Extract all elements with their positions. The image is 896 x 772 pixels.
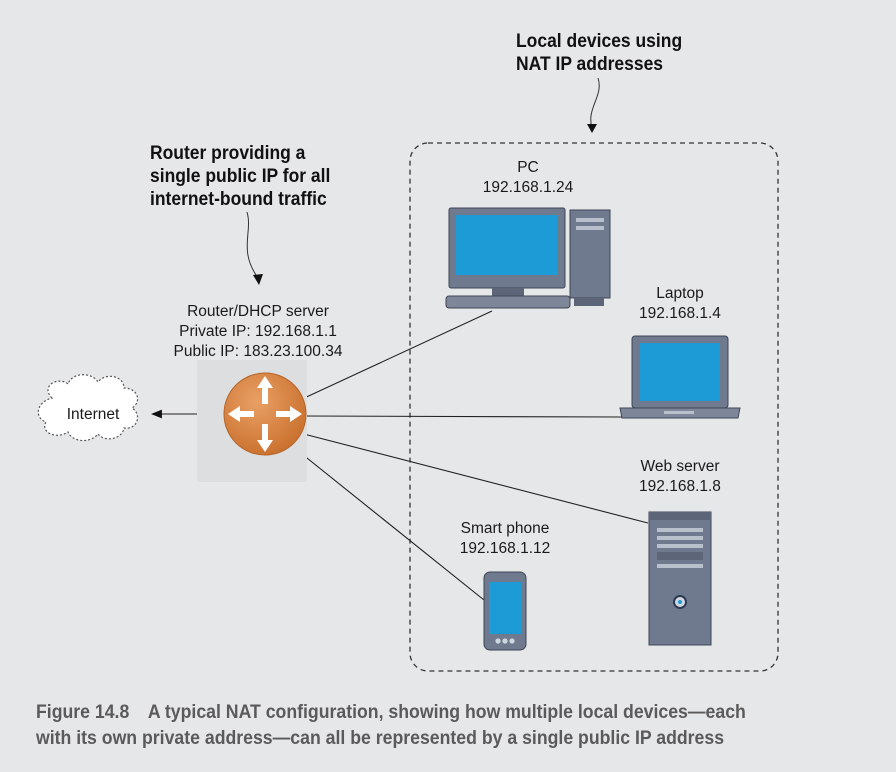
router-icon [197, 360, 307, 482]
smart-phone-ip: 192.168.1.12 [459, 540, 551, 557]
caption-text-line2: with its own private address—can all be … [36, 728, 725, 749]
laptop-label: Laptop 192.168.1.4 [600, 284, 760, 324]
local-devices-callout-line1: Local devices using [516, 31, 683, 52]
figure-caption: Figure 14.8 A typical NAT configuration, … [36, 700, 827, 752]
internet-label: Internet [66, 406, 120, 423]
nat-diagram [37, 77, 779, 672]
link-router-webserver [295, 431, 649, 524]
laptop-icon [619, 335, 741, 419]
link-router-pc [299, 310, 493, 401]
link-router-laptop [301, 415, 623, 418]
router-private-ip: Private IP: 192.168.1.1 [179, 323, 337, 340]
smart-phone-icon [483, 571, 527, 651]
smart-phone-name: Smart phone [460, 520, 550, 537]
smart-phone-label: Smart phone 192.168.1.12 [425, 519, 585, 559]
router-public-ip: Public IP: 183.23.100.34 [173, 343, 343, 360]
local-network-boundary [409, 142, 779, 672]
router-callout-line3: internet-bound traffic [150, 189, 327, 210]
router-callout-line1: Router providing a [150, 143, 306, 164]
pc-icon [445, 207, 611, 309]
router-callout: Router providing a single public IP for … [150, 142, 330, 211]
web-server-icon [648, 511, 712, 646]
internet-cloud-icon [37, 374, 139, 442]
web-server-name: Web server [640, 458, 720, 475]
router-note-leader [246, 211, 259, 279]
laptop-ip: 192.168.1.4 [639, 305, 721, 322]
web-server-ip: 192.168.1.8 [639, 478, 721, 495]
router-callout-line2: single public IP for all [150, 166, 331, 187]
link-router-phone [291, 445, 485, 601]
local-devices-leader [590, 77, 600, 129]
pc-label: PC 192.168.1.24 [448, 158, 608, 198]
local-devices-callout-line2: NAT IP addresses [516, 54, 664, 75]
router-name: Router/DHCP server [187, 303, 329, 320]
caption-text-line1: A typical NAT configuration, showing how… [147, 702, 746, 723]
web-server-label: Web server 192.168.1.8 [600, 457, 760, 497]
laptop-name: Laptop [656, 285, 704, 302]
local-devices-callout: Local devices using NAT IP addresses [516, 30, 682, 76]
pc-name: PC [517, 159, 539, 176]
router-label: Router/DHCP server Private IP: 192.168.1… [148, 302, 368, 362]
figure-number: Figure 14.8 [36, 702, 130, 723]
pc-ip: 192.168.1.24 [482, 179, 574, 196]
